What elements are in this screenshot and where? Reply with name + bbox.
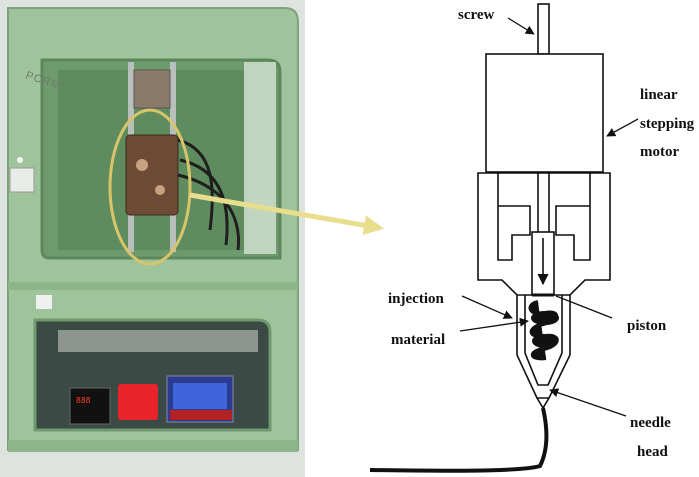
sticker-qr: [9, 167, 35, 193]
platform: [58, 330, 258, 352]
motor-body: [485, 53, 604, 173]
label-injection: injection: [388, 291, 444, 307]
body-divider: [8, 282, 298, 290]
head-detail-1: [136, 159, 148, 171]
needle-nozzle: [536, 397, 550, 410]
injection-material: [528, 300, 559, 361]
red-module: [118, 384, 158, 420]
cable-bundle: [177, 138, 241, 251]
leader-piston: [555, 295, 613, 319]
leader-screw: [507, 17, 535, 35]
motor-block: [133, 69, 171, 109]
leader-material: [459, 317, 529, 332]
housing-inner-right: [555, 173, 591, 261]
label-screw: screw: [458, 7, 495, 23]
label-piston: piston: [627, 318, 667, 334]
leader-motor: [606, 118, 639, 137]
highlight-ellipse: [108, 108, 192, 266]
extruded-filament: [369, 407, 549, 473]
controller-readout: 888: [76, 396, 91, 405]
leader-needle: [549, 388, 627, 417]
label-motor-line3: motor: [640, 144, 679, 160]
callout-arrow: [189, 192, 384, 236]
barrel-inner: [524, 295, 563, 386]
screw-rod: [537, 3, 550, 55]
temperature-controller: [69, 387, 111, 425]
printer-base: [8, 440, 298, 452]
head-detail-2: [155, 185, 165, 195]
lcd-screen: [173, 383, 227, 409]
housing-inner-left: [497, 173, 531, 261]
diagram-labels: screw linear stepping motor injection ma…: [388, 7, 695, 460]
extruder-schematic: [369, 3, 611, 473]
label-sticker: [36, 295, 52, 309]
leader-injection: [461, 295, 513, 319]
print-head: [125, 134, 179, 216]
leader-lines: [459, 17, 639, 417]
pcb-board: [170, 410, 232, 420]
label-needle-line2: head: [637, 444, 669, 460]
printer-photo: PCRMY 888: [0, 0, 305, 477]
label-motor-line2: stepping: [640, 116, 695, 132]
label-needle-line1: needle: [630, 415, 671, 431]
barrel-outer: [516, 295, 571, 399]
label-motor-line1: linear: [640, 87, 678, 103]
power-button: [17, 157, 23, 163]
acrylic-panel: [244, 62, 276, 254]
label-material: material: [391, 332, 445, 348]
